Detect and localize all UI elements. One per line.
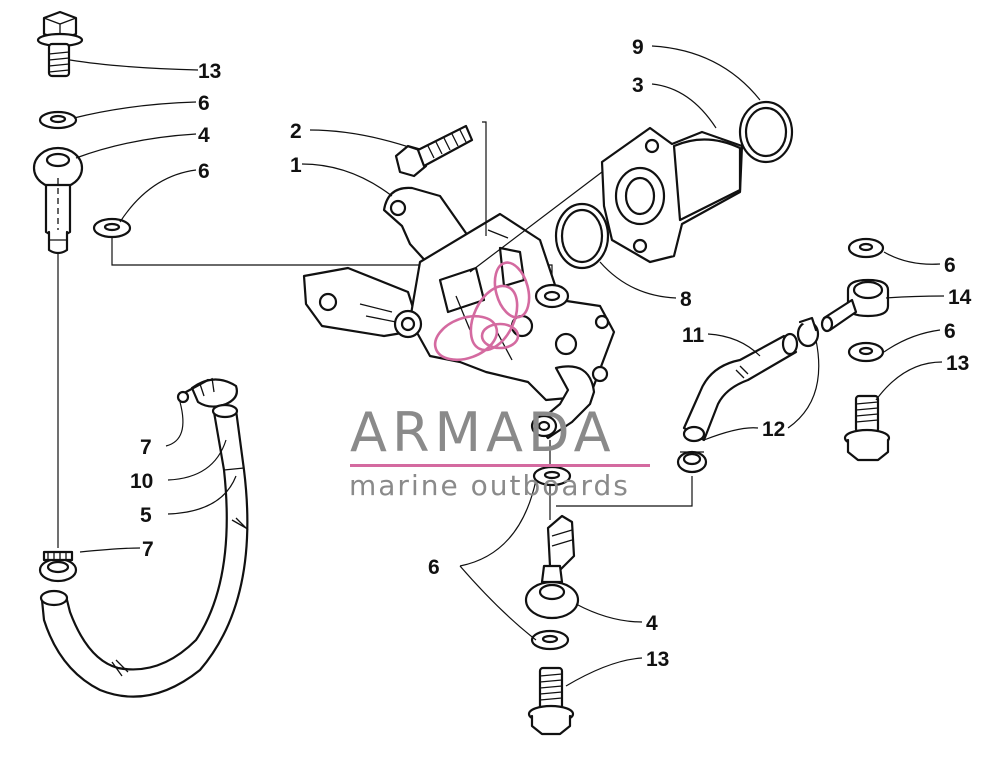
- callout-3: 3: [632, 74, 644, 97]
- watermark-underline: [350, 464, 650, 467]
- hose-11: [682, 332, 799, 443]
- oil-pump-body: [302, 212, 616, 440]
- callout-7: 7: [142, 538, 154, 561]
- callout-6: 6: [944, 320, 956, 343]
- washer-6-right-bottom: [847, 341, 885, 363]
- callout-13: 13: [198, 60, 221, 83]
- hose-clamp-7-upper: [176, 377, 238, 408]
- bolt-13-bottom: [527, 666, 575, 736]
- callout-2: 2: [290, 120, 302, 143]
- fuel-hose-5: [39, 403, 249, 698]
- o-ring-8: [554, 202, 610, 270]
- callout-5: 5: [140, 504, 152, 527]
- callout-13: 13: [646, 648, 669, 671]
- washer-6-bottom-lower: [530, 629, 570, 651]
- callout-8: 8: [680, 288, 692, 311]
- callout-labels: 13 6 4 6 2 1 9 3 8 11 12 6 14 6 13 7 10 …: [130, 36, 972, 671]
- callout-1: 1: [290, 154, 302, 177]
- hose-clamp-12-lower: [676, 450, 708, 474]
- callout-7: 7: [140, 436, 152, 459]
- washer-6-middle-left: [92, 217, 132, 239]
- hose-clamp-12-upper: [796, 316, 820, 348]
- leader-lines: [69, 45, 945, 687]
- callout-6: 6: [198, 92, 210, 115]
- bolt-2: [394, 124, 474, 178]
- o-ring-9: [738, 100, 794, 164]
- callout-4: 4: [646, 612, 658, 635]
- callout-6: 6: [428, 556, 440, 579]
- watermark-brand: ARMADA: [350, 401, 616, 464]
- callout-6: 6: [944, 254, 956, 277]
- banjo-fitting-14: [820, 278, 890, 333]
- callout-6: 6: [198, 160, 210, 183]
- hose-clamp-7-lower: [38, 550, 78, 583]
- bolt-13-right: [843, 394, 891, 462]
- watermark-logo-icon: [433, 261, 531, 362]
- washer-6-right-top: [847, 237, 885, 259]
- banjo-fitting-4-bottom: [524, 514, 580, 620]
- callout-10: 10: [130, 470, 153, 493]
- callout-9: 9: [632, 36, 644, 59]
- callout-13: 13: [946, 352, 969, 375]
- callout-11: 11: [682, 324, 705, 347]
- housing-guide: [469, 171, 603, 273]
- bolt-13-top: [36, 10, 84, 78]
- callout-4: 4: [198, 124, 210, 147]
- callout-14: 14: [948, 286, 972, 309]
- watermark: ARMADA marine outboards: [349, 261, 650, 502]
- drive-housing-3: [600, 126, 744, 264]
- callout-12: 12: [762, 418, 785, 441]
- watermark-tagline: marine outboards: [349, 469, 630, 502]
- banjo-fitting-4-left: [32, 146, 84, 255]
- washer-6-top-left: [38, 110, 78, 130]
- bolt-2-guide: [482, 121, 487, 236]
- assembly-line-bottom-right: [556, 476, 693, 507]
